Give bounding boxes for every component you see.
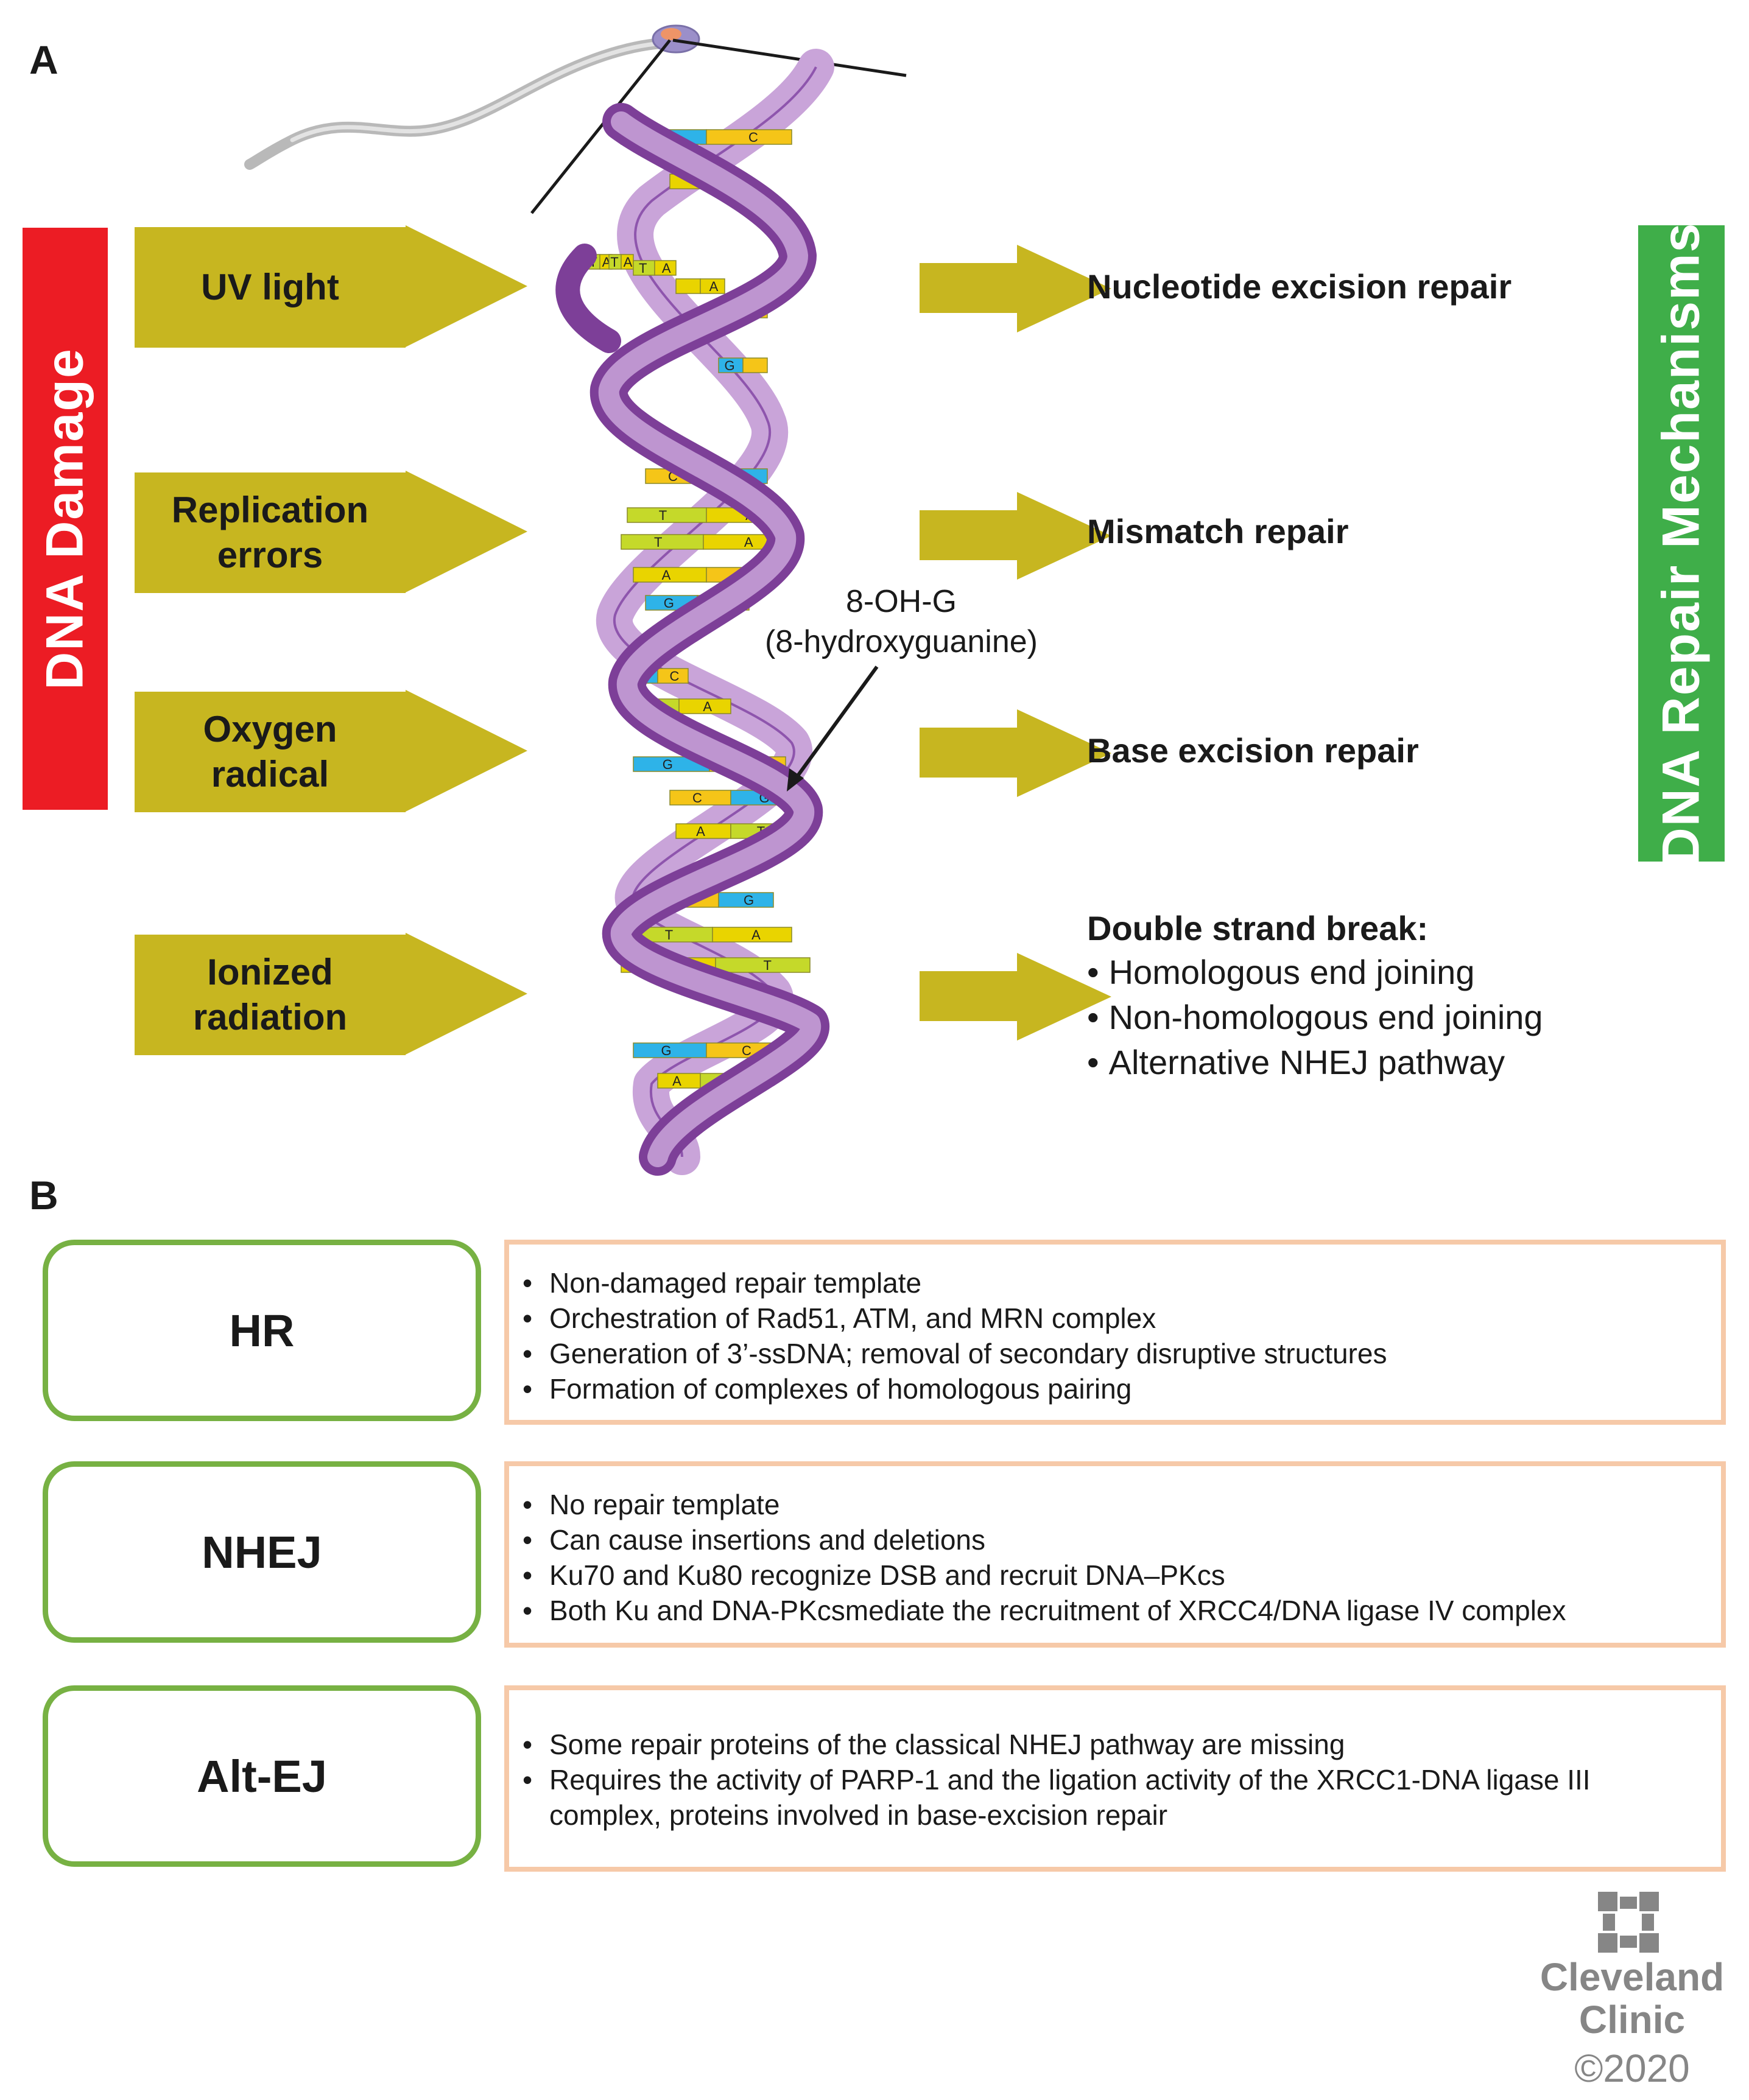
pathway-label-nhej: NHEJ (43, 1461, 481, 1643)
annotation-8-oh-g: 8-OH-G (8-hydroxyguanine) (764, 584, 1038, 659)
base-pair-right (706, 129, 792, 145)
base-letter-right: A (703, 699, 712, 714)
copyright: ©2020 (1574, 2046, 1690, 2090)
base-pair-right (700, 278, 725, 294)
dna-repair-title: DNA Repair Mechanisms (1652, 222, 1711, 865)
base-letter-left: T (659, 508, 667, 523)
dna-damage-bar: DNA Damage (23, 228, 108, 810)
dna-damage-title: DNA Damage (35, 348, 94, 690)
list-item: Non-damaged repair template (509, 1265, 1709, 1301)
pathway-label-hr: HR (43, 1240, 481, 1421)
base-letter-left: G (661, 1043, 671, 1058)
base-pair-right (715, 957, 811, 973)
pathway-label-alt-ej: Alt-EJ (43, 1685, 481, 1867)
base-letter-right: A (624, 255, 633, 270)
list-item: Ku70 and Ku80 recognize DSB and recruit … (509, 1557, 1709, 1593)
base-letter-left: T (610, 255, 618, 270)
cause-uv-light: UV light (135, 227, 406, 348)
list-item: Generation of 3’-ssDNA; removal of secon… (509, 1336, 1709, 1371)
base-pair-left (633, 1042, 707, 1058)
base-letter-left: A (662, 567, 671, 583)
dna-repair-bar: DNA Repair Mechanisms (1638, 222, 1725, 865)
base-pair-left (657, 1073, 701, 1089)
base-pair-right (678, 698, 731, 714)
mechanism-nucleotide-excision: Nucleotide excision repair (1087, 267, 1512, 306)
base-letter-left: G (663, 757, 673, 772)
base-letter-left: A (672, 1073, 681, 1089)
list-item: No repair template (509, 1487, 1709, 1522)
base-pair-left (633, 260, 655, 276)
base-pair-right (654, 260, 677, 276)
list-item: Can cause insertions and deletions (509, 1522, 1709, 1557)
base-letter-left: A (696, 824, 705, 839)
cause-arrow-2 (406, 471, 527, 592)
cleveland-clinic-logo-icon (1598, 1892, 1659, 1953)
base-pair-right (712, 927, 792, 943)
base-letter-right: C (748, 130, 758, 145)
base-letter-right: A (662, 261, 671, 276)
base-pair-right (718, 892, 774, 908)
list-item: Both Ku and DNA-PKcsmediate the recruitm… (509, 1593, 1709, 1628)
cause-arrow-4 (406, 933, 527, 1055)
list-item: Orchestration of Rad51, ATM, and MRN com… (509, 1301, 1709, 1336)
base-pair-left (675, 278, 701, 294)
base-letter-right: A (744, 535, 753, 550)
base-pair-left (621, 534, 704, 550)
base-pair-left (627, 507, 707, 523)
list-item: Requires the activity of PARP-1 and the … (509, 1762, 1684, 1833)
base-letter-left: G (664, 595, 674, 611)
base-pair-right (742, 357, 768, 373)
base-letter-left: T (639, 261, 647, 276)
base-letter-right: T (764, 958, 772, 973)
base-letter-right: A (751, 927, 761, 943)
base-pair-left (718, 357, 744, 373)
base-letter-left: T (654, 535, 662, 550)
panel-b-label: B (29, 1173, 58, 1218)
pathway-box-nhej: No repair template Can cause insertions … (504, 1461, 1726, 1648)
base-letter-left: T (665, 927, 673, 943)
panel-a-label: A (29, 37, 58, 82)
dsb-item: Alternative NHEJ pathway (1087, 1042, 1505, 1082)
base-letter-left: G (724, 358, 734, 373)
mechanism-mismatch: Mismatch repair (1087, 512, 1349, 550)
pathway-box-hr: Non-damaged repair template Orchestratio… (504, 1240, 1726, 1425)
base-letter-right: C (670, 669, 680, 684)
base-letter-left: C (692, 790, 702, 806)
base-pair-right (657, 668, 689, 684)
base-letter-right: G (744, 893, 754, 908)
dsb-item: Homologous end joining (1087, 952, 1475, 992)
base-letter-right: A (709, 279, 719, 294)
cause-arrow-3 (406, 690, 527, 812)
dsb-item: Non-homologous end joining (1087, 997, 1543, 1037)
pathway-box-alt-ej: Some repair proteins of the classical NH… (504, 1685, 1726, 1872)
mechanism-base-excision: Base excision repair (1087, 731, 1419, 770)
base-pair-left (633, 567, 707, 583)
list-item: Formation of complexes of homologous pai… (509, 1371, 1709, 1406)
dsb-heading: Double strand break: (1087, 909, 1429, 947)
base-letter-right: C (742, 1043, 751, 1058)
logo-text: Cleveland Clinic (1540, 1955, 1725, 2042)
list-item: Some repair proteins of the classical NH… (509, 1727, 1684, 1762)
base-pair-left (675, 823, 731, 839)
base-pair-left (669, 790, 731, 806)
cause-arrow-1 (406, 225, 527, 347)
